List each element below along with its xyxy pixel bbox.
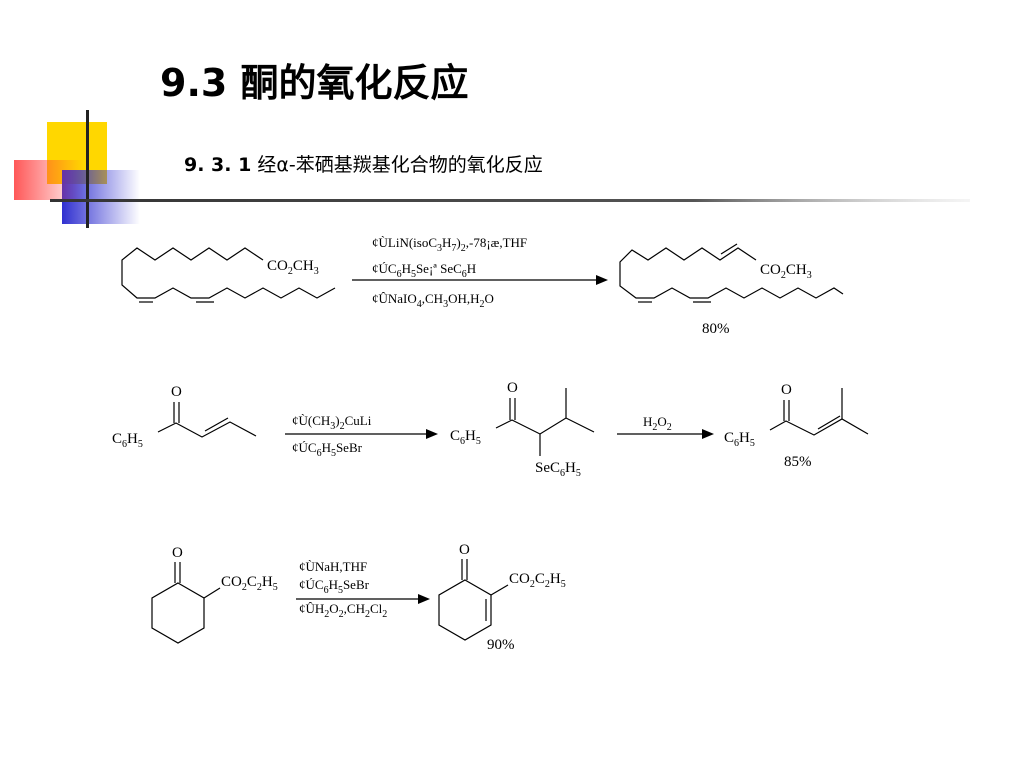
- reaction-1-condition-2: ¢ÚC6H5Se¡ª SeC6H: [372, 261, 476, 280]
- reactant-2-phenyl-group: C6H5: [112, 431, 143, 450]
- product-3-ring: [438, 579, 492, 641]
- reaction-1-condition-1: ¢ÙLiN(isoC3H7)2,-78¡æ,THF: [372, 235, 527, 254]
- reaction-1-condition-3: ¢ÛNaIO4,CH3OH,H2O: [372, 291, 494, 310]
- reaction-2-arrowhead-2: [702, 429, 714, 439]
- section-number: 9. 3. 1: [184, 154, 252, 176]
- page-title: 9.3 酮的氧化反应: [160, 61, 469, 105]
- product-3-ester-group: CO2C2H5: [509, 571, 566, 590]
- reactant-3-oxygen: O: [172, 545, 183, 561]
- reaction-3-condition-3: ¢ÛH2O2,CH2Cl2: [299, 601, 387, 620]
- product-2-phenyl-group: C6H5: [724, 430, 755, 449]
- horizontal-rule: [50, 199, 970, 202]
- reaction-2-yield: 85%: [784, 454, 812, 470]
- reaction-2-condition-2: ¢ÚC6H5SeBr: [292, 440, 363, 459]
- reactant-1-ester-group: CO2CH3: [267, 258, 319, 277]
- product-1-structure: [619, 243, 844, 303]
- section-heading: 经α-苯硒基羰基化合物的氧化反应: [257, 154, 543, 176]
- reaction-3-yield: 90%: [487, 637, 515, 653]
- product-3-ester-bond: [490, 584, 509, 596]
- reactant-3-ester-bond: [203, 587, 221, 599]
- reactant-3-ester-group: CO2C2H5: [221, 574, 278, 593]
- product-2-double-bond: [817, 415, 841, 430]
- product-1-chain: [619, 247, 844, 299]
- reactant-2-chain: [157, 421, 257, 438]
- reactant-2-double-bond: [204, 417, 229, 432]
- reactant-2-oxygen: O: [171, 384, 182, 400]
- product-2-chain: [769, 418, 869, 436]
- reaction-3-condition-2: ¢ÚC6H5SeBr: [299, 577, 370, 596]
- reaction-3-condition-1: ¢ÙNaH,THF: [299, 559, 367, 574]
- vertical-rule: [86, 110, 89, 228]
- reaction-2-condition-3: H2O2: [643, 414, 672, 433]
- product-1-ester-group: CO2CH3: [760, 262, 812, 281]
- intermediate-2-oxygen: O: [507, 380, 518, 396]
- reaction-2-arrowhead-1: [426, 429, 438, 439]
- corner-decoration: [14, 110, 970, 228]
- intermediate-2-selenide-group: SeC6H5: [535, 460, 581, 479]
- product-3-oxygen: O: [459, 542, 470, 558]
- intermediate-2-phenyl-group: C6H5: [450, 428, 481, 447]
- reaction-1-yield: 80%: [702, 321, 730, 337]
- reactant-1-chain: [121, 247, 336, 299]
- reaction-2-condition-1: ¢Ù(CH3)2CuLi: [292, 413, 372, 432]
- reaction-1: CO2CH3 ¢ÙLiN(isoC3H7)2,-78¡æ,THF ¢ÚC6H5S…: [121, 235, 844, 337]
- intermediate-2-chain: [495, 417, 595, 435]
- reaction-3: O CO2C2H5 ¢ÙNaH,THF ¢ÚC6H5SeBr ¢ÛH2O2,CH…: [151, 542, 566, 653]
- product-2-oxygen: O: [781, 382, 792, 398]
- reaction-2: O C6H5 ¢Ù(CH3)2CuLi ¢ÚC6H5SeBr O C6H5 Se…: [112, 380, 869, 479]
- section-subtitle: 9. 3. 1 经α-苯硒基羰基化合物的氧化反应: [184, 150, 543, 177]
- reaction-1-arrowhead: [596, 275, 608, 285]
- red-square: [14, 160, 84, 200]
- reactant-3-ring: [151, 582, 205, 644]
- reactant-1-structure: [121, 247, 336, 303]
- product-1-double-bond: [720, 243, 738, 255]
- reaction-3-arrowhead: [418, 594, 430, 604]
